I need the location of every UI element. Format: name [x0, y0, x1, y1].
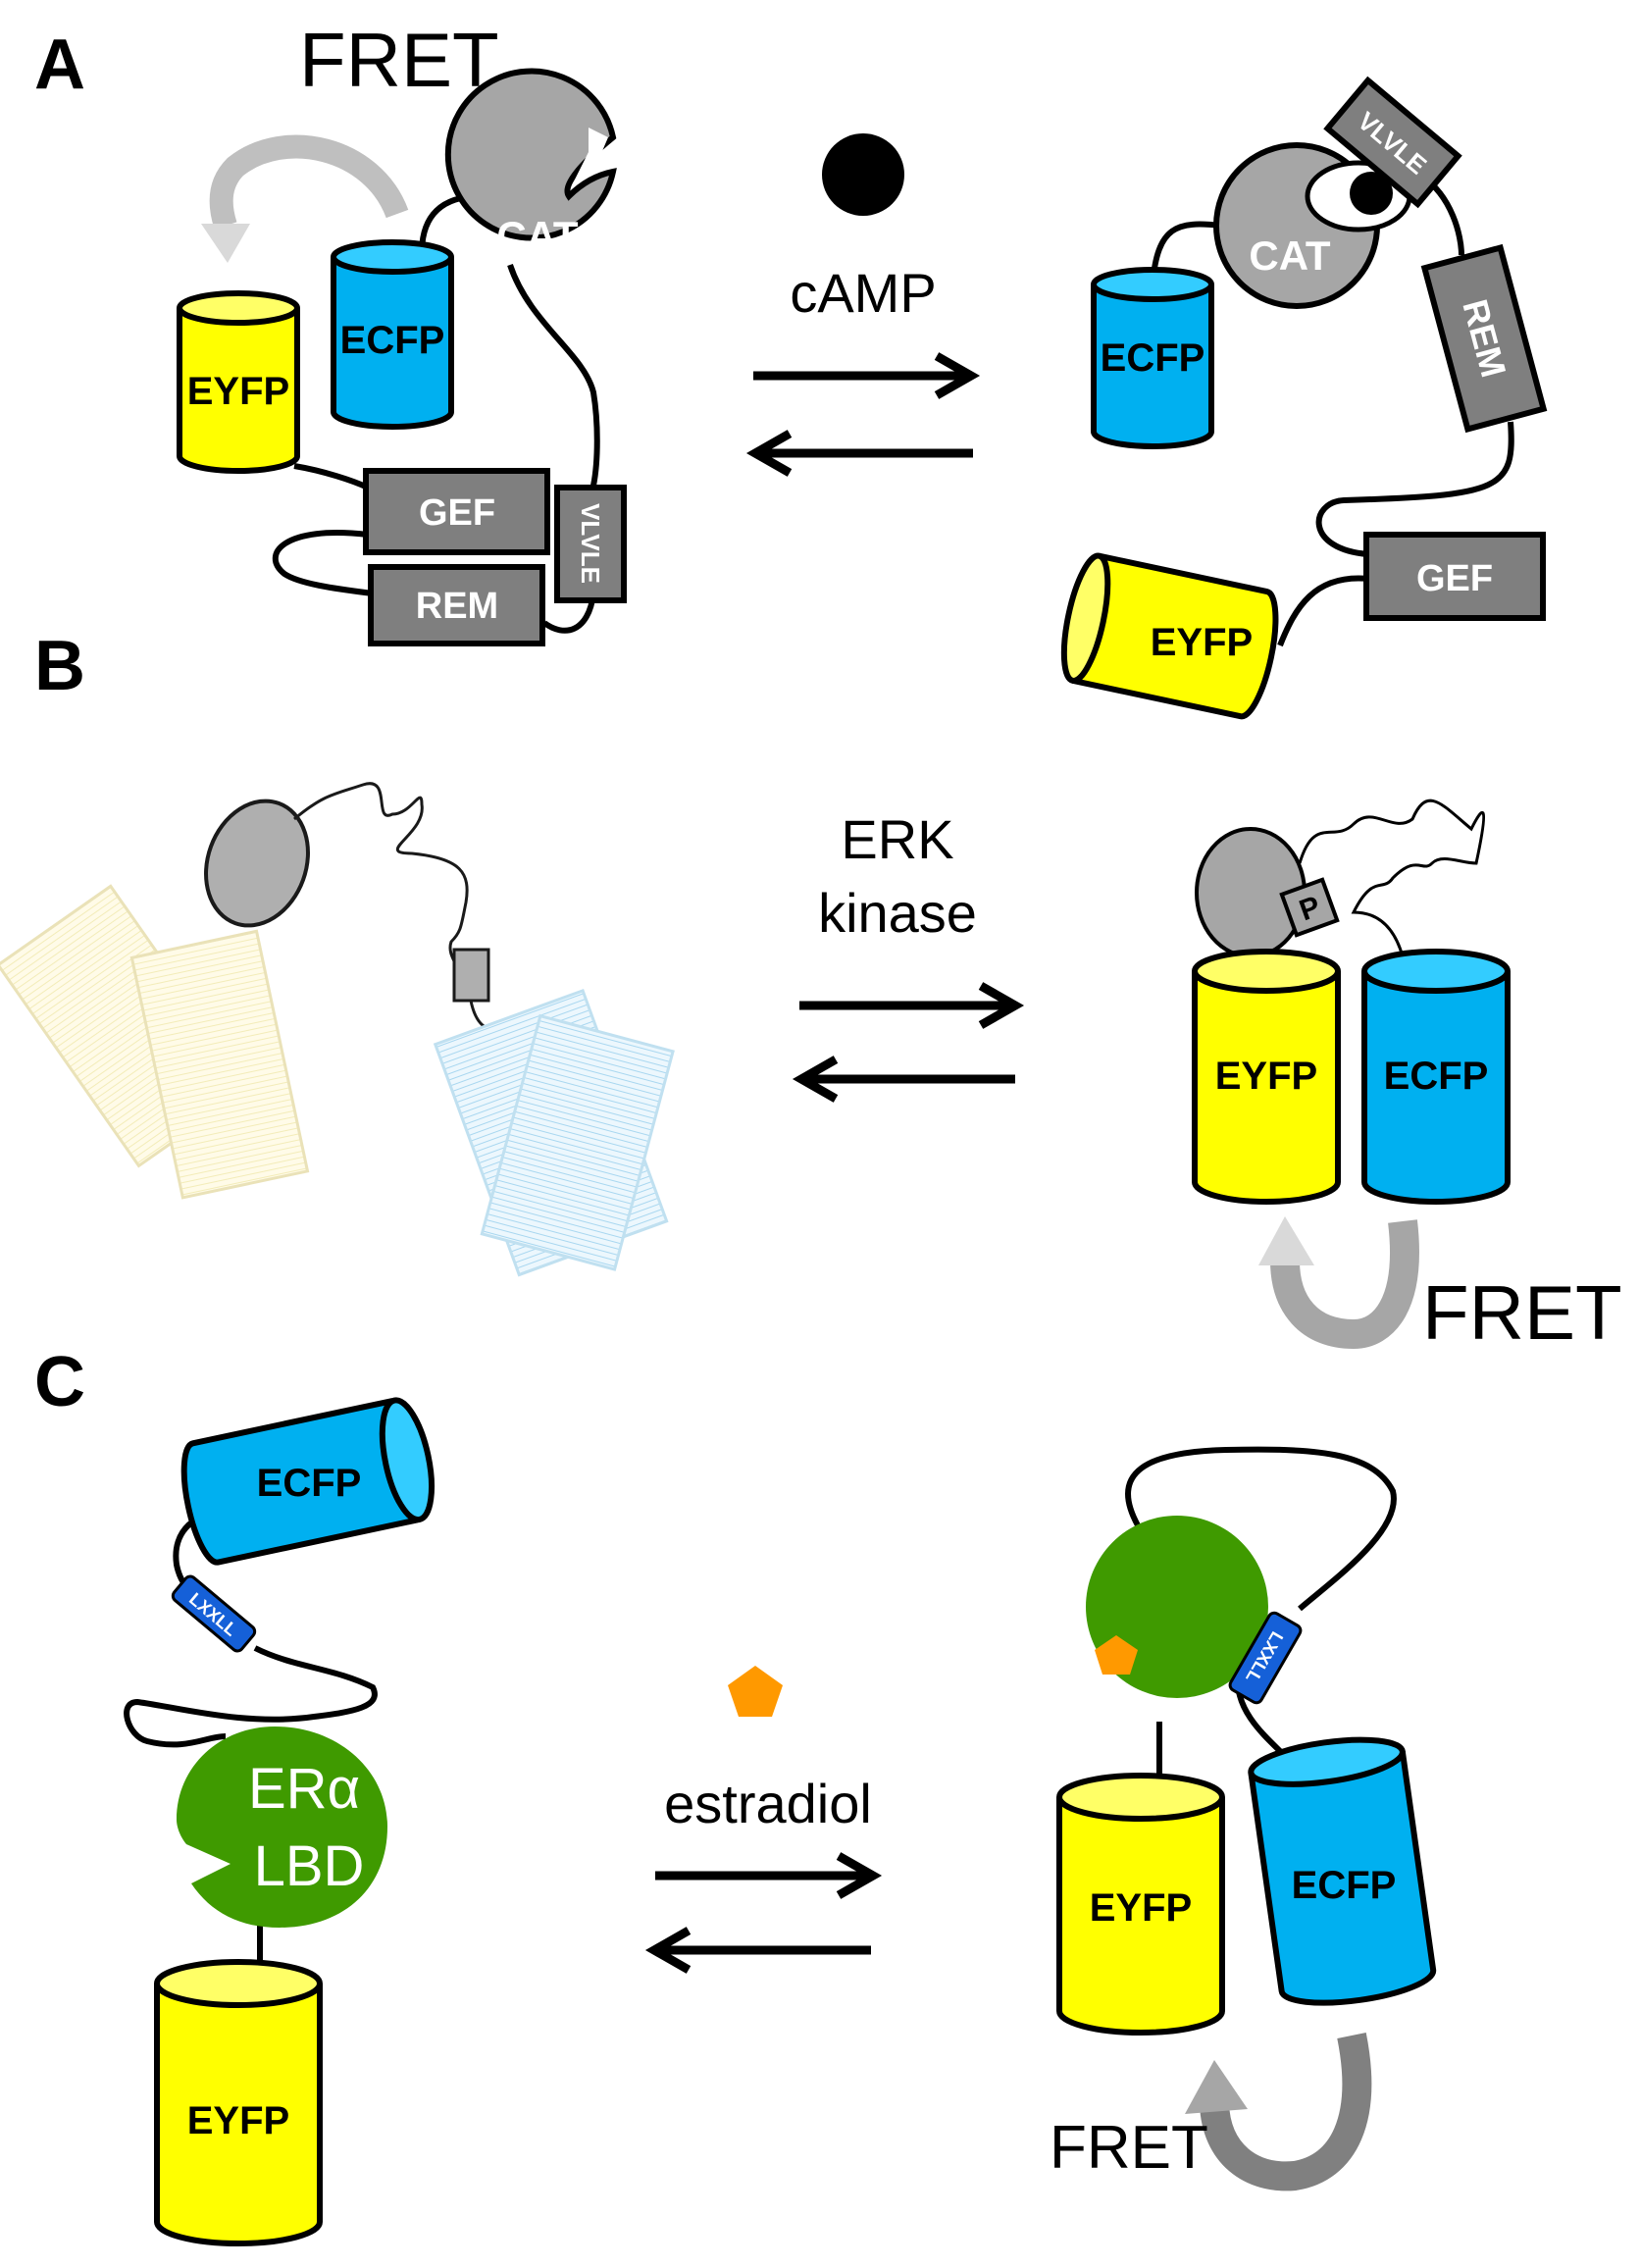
panel-c-letter: C [34, 1343, 85, 1421]
ecfp-label-c-right: ECFP [1292, 1864, 1397, 1907]
eyfp-label-c-right: EYFP [1090, 1886, 1192, 1930]
estradiol-bound [1095, 1635, 1138, 1675]
lxxll-tag-c-left: LXXLL [171, 1574, 257, 1653]
eyfp-cylinder-b-right: EYFP [1192, 949, 1341, 1205]
ecfp-cylinder-b-right: ECFP [1361, 949, 1511, 1205]
fret-arrowhead-c [1185, 2060, 1248, 2114]
eyfp-label-a-right: EYFP [1151, 621, 1253, 664]
panel-a: A FRET CAT ECFP EYFP G [34, 17, 1548, 720]
ecfp-cylinder-c-right [1248, 1736, 1437, 2006]
ecfp-cylinder-c-left [180, 1397, 436, 1566]
era-label: ERα [248, 1757, 360, 1821]
panel-b-fret-label: FRET [1422, 1269, 1622, 1356]
gef-box-a-right [1363, 532, 1546, 621]
ecfp-label-c-left: ECFP [257, 1462, 362, 1505]
gef-box-a-left [363, 468, 550, 555]
erk-label: ERK [841, 808, 953, 870]
ecfp-label-b-right: ECFP [1384, 1055, 1489, 1098]
vlvle-box-a-left [554, 485, 627, 603]
camp-bound [1350, 172, 1393, 215]
equilibrium-arrows-c [644, 1852, 883, 1974]
phospho-linker-b [1298, 799, 1486, 957]
faded-construct-b-left [0, 782, 675, 1277]
eyfp-label-b-right: EYFP [1215, 1055, 1317, 1098]
panel-a-fret-label: FRET [299, 17, 499, 103]
eyfp-cylinder-c-left: EYFP [154, 1959, 323, 2246]
eyfp-label-c-left: EYFP [187, 2099, 289, 2142]
ecfp-label-a-right: ECFP [1101, 336, 1205, 380]
camp-label: cAMP [790, 262, 936, 324]
fret-arrow-c [1200, 2033, 1372, 2191]
panel-a-letter: A [34, 26, 85, 104]
fret-arrowhead-b [1258, 1216, 1314, 1265]
panel-c: C ECFP LXXLL ERα LBD EYFP estr [34, 1343, 1437, 2246]
era-lbd-domain [177, 1727, 387, 1928]
rem-box-a-left [368, 564, 545, 646]
estradiol-ligand [728, 1666, 783, 1717]
eyfp-cylinder-a-left: EYFP [177, 290, 300, 474]
eyfp-cylinder-a-right [1060, 552, 1279, 720]
equilibrium-arrows-b [792, 982, 1025, 1103]
equilibrium-arrows-a [745, 352, 981, 477]
small-gray-box-b-left [452, 948, 490, 1003]
ecfp-cylinder-a-left: ECFP [331, 239, 454, 430]
gef-label-a-right: GEF [1416, 558, 1493, 599]
gef-label-a-left: GEF [419, 492, 495, 534]
rem-box-a-right: REM [1420, 243, 1548, 434]
vlvle-label-a-left: VLVLE [576, 503, 605, 584]
kinase-label: kinase [818, 882, 977, 944]
panel-b: B ERK kinase [0, 627, 1622, 1356]
estradiol-label: estradiol [664, 1773, 872, 1834]
camp-ligand [822, 133, 904, 216]
rem-label-a-left: REM [416, 586, 498, 627]
lbd-label: LBD [254, 1834, 365, 1898]
cat-label-a-left: CAT [496, 213, 579, 259]
cat-label-a-right: CAT [1249, 232, 1331, 279]
eyfp-cylinder-c-right: EYFP [1056, 1773, 1225, 2036]
panel-b-letter: B [34, 627, 85, 705]
cat-domain-a-left [444, 68, 617, 241]
fret-arrow-b [1270, 1219, 1419, 1350]
gray-domain-b-left [204, 799, 310, 928]
eyfp-label-a-left: EYFP [187, 370, 289, 413]
fret-arrow-a [209, 134, 409, 230]
phospho-tag: P [1279, 877, 1340, 938]
fret-arrowhead-a [201, 224, 250, 263]
ecfp-label-a-left: ECFP [340, 319, 445, 362]
ecfp-cylinder-a-right: ECFP [1091, 267, 1214, 449]
panel-c-fret-label: FRET [1050, 2114, 1208, 2182]
